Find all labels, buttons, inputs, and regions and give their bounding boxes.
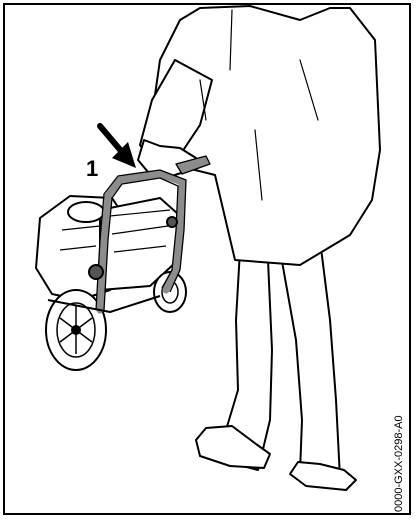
- callout-number: 1: [86, 156, 98, 182]
- direction-arrow: [100, 126, 136, 168]
- person-front-leg: [280, 240, 340, 478]
- figure-code: 0000-GXX-0298-A0: [393, 415, 405, 512]
- adjust-knob: [89, 265, 103, 279]
- pressure-washer: [36, 156, 210, 370]
- person-front-shoe: [290, 462, 356, 490]
- engine-cap: [68, 202, 104, 222]
